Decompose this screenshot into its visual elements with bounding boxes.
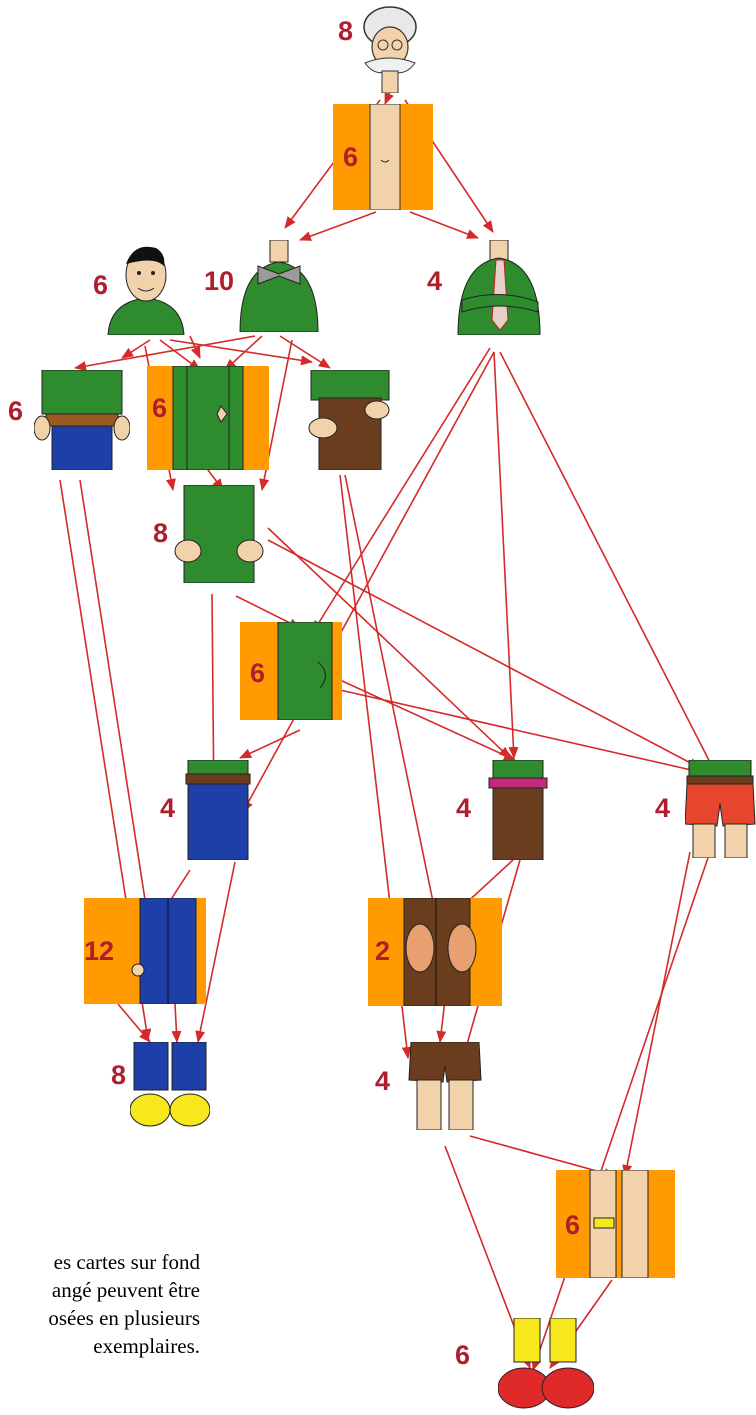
arrow: [79, 479, 154, 933]
tie-crossed-arms-card: [457, 240, 541, 335]
arrow: [159, 339, 201, 371]
arrow: [312, 347, 491, 633]
note-line: exemplaires.: [93, 1334, 200, 1358]
arrow: [531, 851, 711, 1371]
number-green-shirt-patch: 6: [152, 393, 168, 423]
arrow: [339, 689, 701, 775]
number-blue-trousers-belt: 4: [160, 793, 176, 823]
green-brown-waist-card: [308, 370, 390, 470]
number-brown-trousers-hands: 2: [375, 936, 391, 966]
number-clown-shoes: 6: [455, 1340, 471, 1370]
arrow: [344, 474, 441, 927]
number-head-young-man: 6: [93, 270, 109, 300]
number-blue-trousers-legs: 12: [84, 936, 115, 966]
number-head-old-man: 8: [338, 16, 354, 46]
number-brown-trousers-belt: 4: [456, 793, 472, 823]
number-green-blue-waist: 6: [8, 396, 24, 426]
arrow: [224, 335, 263, 371]
clown-shoes-card: [498, 1318, 594, 1409]
arrow: [121, 339, 151, 359]
number-bare-legs: 6: [565, 1210, 581, 1240]
number-bare-torso: 6: [343, 142, 359, 172]
bare-legs-card: [556, 1169, 675, 1279]
arrow: [299, 211, 377, 241]
number-tie-crossed-arms: 4: [427, 266, 443, 296]
brown-shorts-card: [408, 1042, 482, 1130]
arrow: [409, 211, 479, 239]
arrow: [195, 861, 236, 1043]
note-line: es cartes sur fond: [53, 1250, 200, 1274]
head-old-man-card: [363, 6, 417, 93]
arrow: [384, 91, 394, 105]
arrow: [242, 351, 495, 813]
red-shorts-card: [685, 760, 756, 858]
number-green-shirt-side: 6: [250, 658, 266, 688]
blue-trousers-shoes-card: [130, 1042, 210, 1127]
arrow: [493, 351, 519, 759]
note-line: angé peuvent être: [51, 1278, 200, 1302]
green-blue-waist-card: [34, 370, 130, 470]
blue-trousers-belt-card: [185, 760, 251, 860]
arrow: [499, 351, 718, 777]
arrow: [339, 679, 516, 761]
number-brown-shorts: 4: [375, 1066, 391, 1096]
arrow: [469, 1135, 616, 1178]
arrow: [279, 335, 331, 369]
arrow: [239, 729, 301, 759]
bare-torso-card: [333, 103, 433, 211]
arrow: [117, 1003, 151, 1043]
green-shirt-patch-card: [147, 365, 269, 471]
number-green-fists: 8: [153, 518, 169, 548]
arrow: [622, 851, 691, 1177]
blue-trousers-legs-card: [84, 897, 206, 1005]
note-line: osées en plusieurs: [48, 1306, 200, 1330]
arrow: [74, 335, 256, 371]
brown-trousers-hands-card: [368, 897, 502, 1007]
brown-trousers-belt-card: [488, 760, 548, 860]
bowtie-shoulders-card: [239, 240, 319, 332]
arrow: [267, 539, 701, 769]
number-bowtie-shoulders: 10: [204, 266, 235, 296]
head-young-man-card: [107, 246, 185, 335]
green-shirt-side-card: [240, 621, 342, 721]
arrow: [436, 999, 447, 1043]
arrow: [189, 335, 201, 359]
green-fists-card: [174, 485, 264, 583]
note-text: es cartes sur fond angé peuvent être osé…: [0, 1248, 200, 1360]
arrow: [171, 1003, 182, 1043]
number-red-shorts: 4: [655, 793, 671, 823]
number-blue-trousers-shoes: 8: [111, 1060, 127, 1090]
